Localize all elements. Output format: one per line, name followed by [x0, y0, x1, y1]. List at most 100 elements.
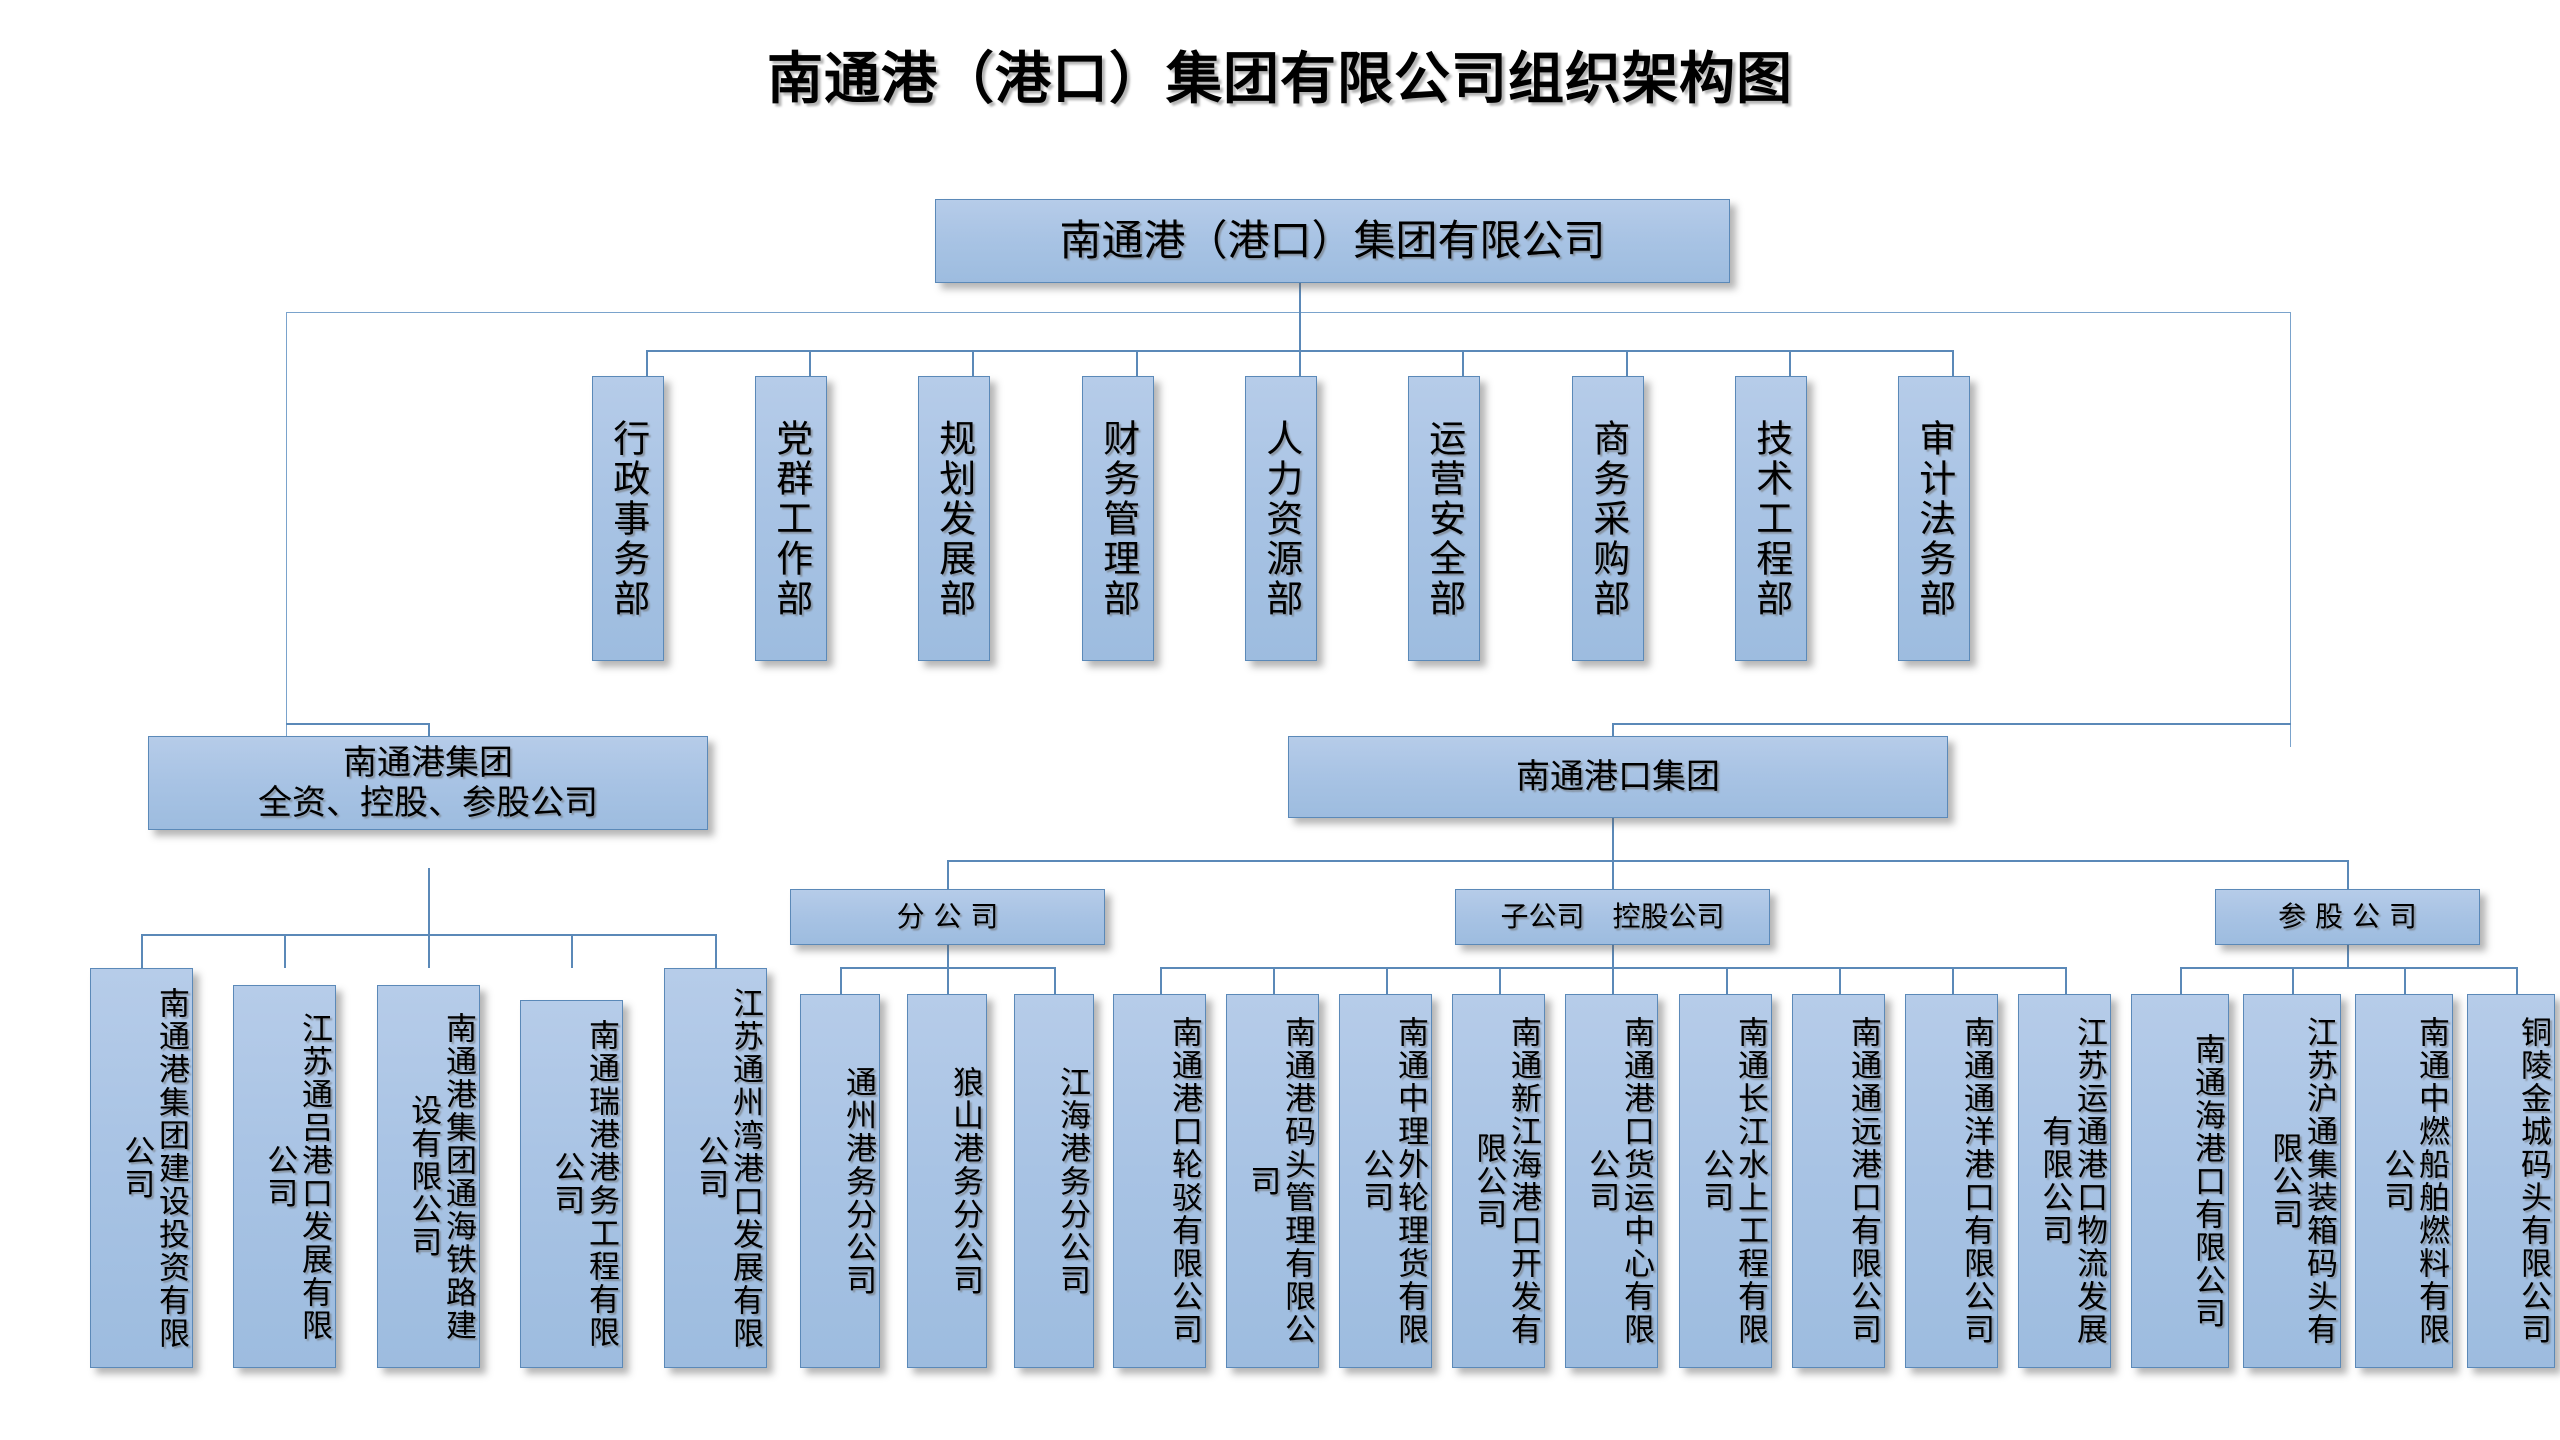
node-affiliate-company-1[interactable]: 江苏沪通集装箱码头有限公司 [2243, 994, 2341, 1368]
connector-category-drop-affiliate [2347, 860, 2349, 889]
connector-sub-drop-5 [1612, 967, 1614, 994]
connector-aff-drop-2 [2292, 967, 2294, 994]
node-subsidiary-company-6[interactable]: 南通通远港口有限公司 [1792, 994, 1885, 1368]
connector-aff-drop-4 [2516, 967, 2518, 994]
node-department-1[interactable]: 党群工作部 [755, 376, 827, 661]
node-subsidiary-company-8[interactable]: 江苏运通港口物流发展有限公司 [2018, 994, 2111, 1368]
connector-dept-drop-4 [1136, 350, 1138, 376]
node-subsidiary-company-0-label: 南通港口轮驳有限公司 [1166, 1016, 1202, 1346]
connector-category-bus [947, 860, 2347, 862]
node-left-company-2[interactable]: 南通港集团通海铁路建设有限公司 [377, 985, 480, 1368]
node-subsidiary-company-3[interactable]: 南通新江海港口开发有限公司 [1452, 994, 1545, 1368]
connector-sub-drop-4 [1499, 967, 1501, 994]
connector-dept-drop-5 [1299, 350, 1301, 376]
node-branch-company-1[interactable]: 狼山港务分公司 [907, 994, 987, 1368]
node-branch-company-2[interactable]: 江海港务分公司 [1014, 994, 1094, 1368]
node-subsidiary-company-3-label: 南通新江海港口开发有限公司 [1470, 1016, 1541, 1346]
node-category-affiliate[interactable]: 参 股 公 司 [2215, 889, 2480, 945]
node-subsidiary-company-1-label: 南通港码头管理有限公司 [1244, 1016, 1315, 1346]
connector-sub-drop-8 [1952, 967, 1954, 994]
node-affiliate-company-0-label: 南通海港口有限公司 [2189, 1032, 2225, 1330]
node-department-0-label: 行政事务部 [606, 418, 650, 619]
node-department-3-label: 财务管理部 [1096, 418, 1140, 619]
node-subsidiary-company-6-label: 南通通远港口有限公司 [1845, 1016, 1881, 1346]
connector-left-group-elbow [286, 723, 430, 725]
connector-sub-drop-1 [1160, 967, 1162, 994]
connector-left-child-drop-3 [428, 934, 430, 968]
connector-affiliate-down [2347, 945, 2349, 967]
node-department-4[interactable]: 人力资源部 [1245, 376, 1317, 661]
node-affiliate-company-0[interactable]: 南通海港口有限公司 [2131, 994, 2229, 1368]
node-affiliate-company-2-label: 南通中燃船舶燃料有限公司 [2378, 1016, 2449, 1346]
node-department-3[interactable]: 财务管理部 [1082, 376, 1154, 661]
node-left-company-1[interactable]: 江苏通吕港口发展有限公司 [233, 985, 336, 1368]
node-root-label: 南通港（港口）集团有限公司 [1059, 216, 1606, 266]
node-left-company-4[interactable]: 江苏通州湾港口发展有限公司 [664, 968, 767, 1368]
connector-sub-drop-3 [1386, 967, 1388, 994]
connector-dept-drop-2 [809, 350, 811, 376]
node-department-6-label: 商务采购部 [1586, 418, 1630, 619]
node-department-5[interactable]: 运营安全部 [1408, 376, 1480, 661]
connector-sub-drop-6 [1726, 967, 1728, 994]
node-department-4-label: 人力资源部 [1259, 418, 1303, 619]
node-group-right[interactable]: 南通港口集团 [1288, 736, 1948, 818]
node-branch-company-0-label: 通州港务分公司 [840, 1065, 876, 1297]
node-group-left-line1: 南通港集团 [343, 742, 513, 783]
node-subsidiary-company-7[interactable]: 南通通洋港口有限公司 [1905, 994, 1998, 1368]
connector-right-group-elbow [1612, 723, 2291, 725]
node-left-company-1-label: 江苏通吕港口发展有限公司 [261, 1011, 332, 1342]
connector-category-drop-branch [947, 860, 949, 889]
node-department-6[interactable]: 商务采购部 [1572, 376, 1644, 661]
connector-category-drop-subsidiary [1612, 860, 1614, 889]
node-left-company-0[interactable]: 南通港集团建设投资有限公司 [90, 968, 193, 1368]
node-department-0[interactable]: 行政事务部 [592, 376, 664, 661]
node-category-affiliate-label: 参 股 公 司 [2278, 900, 2417, 934]
node-affiliate-company-1-label: 江苏沪通集装箱码头有限公司 [2266, 1016, 2337, 1346]
node-affiliate-company-3[interactable]: 铜陵金城码头有限公司 [2467, 994, 2555, 1368]
node-left-company-0-label: 南通港集团建设投资有限公司 [118, 986, 189, 1350]
node-subsidiary-company-2-label: 南通中理外轮理货有限公司 [1357, 1016, 1428, 1346]
connector-left-child-drop-2 [284, 934, 286, 968]
connector-branch-drop-2 [947, 967, 949, 994]
node-subsidiary-company-0[interactable]: 南通港口轮驳有限公司 [1113, 994, 1206, 1368]
node-category-branch[interactable]: 分 公 司 [790, 889, 1105, 945]
node-subsidiary-company-1[interactable]: 南通港码头管理有限公司 [1226, 994, 1319, 1368]
page-title: 南通港（港口）集团有限公司组织架构图 [767, 47, 1793, 112]
node-affiliate-company-2[interactable]: 南通中燃船舶燃料有限公司 [2355, 994, 2453, 1368]
connector-left-child-drop-5 [715, 934, 717, 968]
node-group-left-line2: 全资、控股、参股公司 [258, 783, 598, 823]
node-department-7[interactable]: 技术工程部 [1735, 376, 1807, 661]
connector-sub-drop-2 [1273, 967, 1275, 994]
node-department-8[interactable]: 审计法务部 [1898, 376, 1970, 661]
node-group-right-label: 南通港口集团 [1516, 756, 1720, 797]
node-left-company-3[interactable]: 南通瑞港港务工程有限公司 [520, 1000, 623, 1368]
connector-dept-drop-8 [1789, 350, 1791, 376]
node-subsidiary-company-4[interactable]: 南通港口货运中心有限公司 [1565, 994, 1658, 1368]
connector-outer-frame [286, 312, 2291, 747]
node-subsidiary-company-4-label: 南通港口货运中心有限公司 [1583, 1016, 1654, 1346]
connector-branch-down [947, 945, 949, 967]
node-left-company-3-label: 南通瑞港港务工程有限公司 [548, 1019, 619, 1349]
node-branch-company-0[interactable]: 通州港务分公司 [800, 994, 880, 1368]
node-root[interactable]: 南通港（港口）集团有限公司 [935, 199, 1730, 283]
connector-subsidiary-down [1612, 945, 1614, 967]
node-branch-company-2-label: 江海港务分公司 [1054, 1065, 1090, 1297]
node-subsidiary-company-5-label: 南通长江水上工程有限公司 [1697, 1016, 1768, 1346]
node-category-subsidiary[interactable]: 子公司 控股公司 [1455, 889, 1770, 945]
node-category-subsidiary-label: 子公司 控股公司 [1500, 900, 1725, 934]
node-department-5-label: 运营安全部 [1422, 418, 1466, 619]
node-subsidiary-company-8-label: 江苏运通港口物流发展有限公司 [2036, 1016, 2107, 1346]
connector-left-group-stem [428, 723, 430, 747]
connector-dept-drop-1 [646, 350, 648, 376]
node-subsidiary-company-5[interactable]: 南通长江水上工程有限公司 [1679, 994, 1772, 1368]
connector-sub-drop-7 [1839, 967, 1841, 994]
node-department-8-label: 审计法务部 [1912, 418, 1956, 619]
connector-aff-drop-3 [2404, 967, 2406, 994]
node-subsidiary-company-2[interactable]: 南通中理外轮理货有限公司 [1339, 994, 1432, 1368]
connector-left-child-drop-1 [141, 934, 143, 968]
connector-aff-drop-1 [2180, 967, 2182, 994]
node-subsidiary-company-7-label: 南通通洋港口有限公司 [1958, 1016, 1994, 1346]
node-department-1-label: 党群工作部 [769, 418, 813, 619]
node-group-left[interactable]: 南通港集团 全资、控股、参股公司 [148, 736, 708, 830]
node-department-2[interactable]: 规划发展部 [918, 376, 990, 661]
